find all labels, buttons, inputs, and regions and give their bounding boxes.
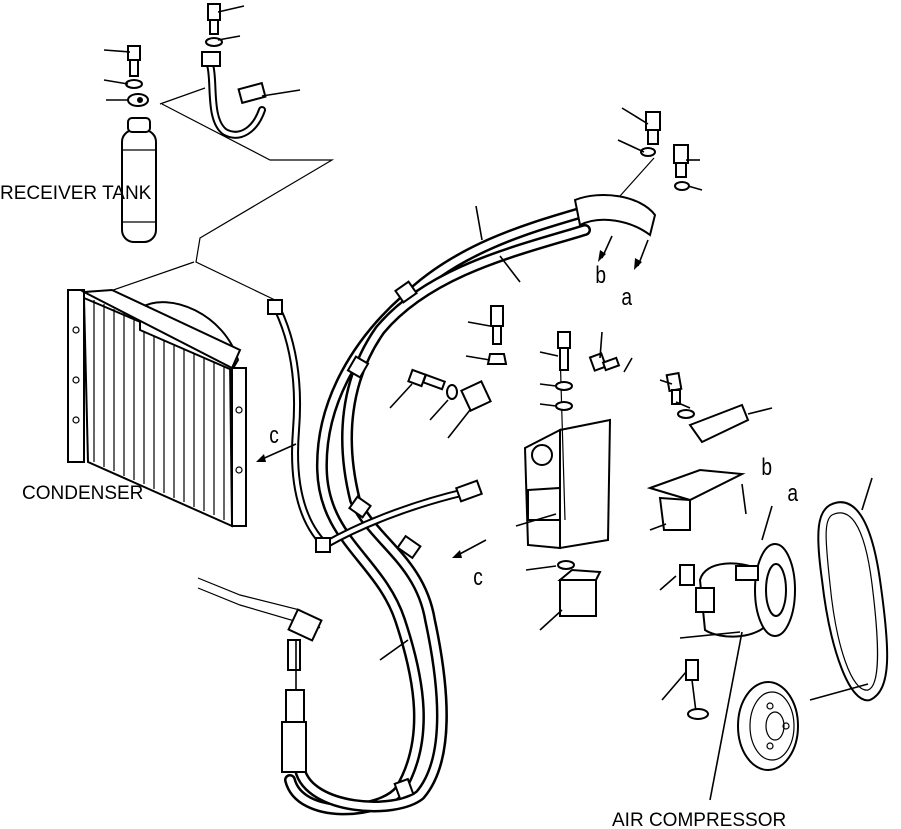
leader-lines: [103, 5, 873, 801]
middle-hose: [321, 479, 484, 549]
marker-a-top: a: [621, 284, 633, 311]
marker-b-top: b: [595, 262, 607, 289]
air-compressor: [679, 543, 796, 720]
condenser-hose: [267, 299, 329, 549]
marker-c-left: c: [269, 422, 279, 449]
bracket-assembly: [460, 349, 746, 617]
receiver-tank: [121, 117, 157, 243]
receiver-tank-bolt: [125, 45, 149, 107]
hose-clamps: [315, 280, 422, 801]
main-hose-inner: [294, 224, 591, 813]
marker-c-bottom: c: [473, 564, 483, 591]
label-air-compressor: AIR COMPRESSOR: [612, 810, 787, 829]
top-hose: [201, 3, 267, 139]
bracket-bolts: [407, 305, 750, 570]
drive-belt: [817, 501, 889, 702]
condenser: [67, 288, 247, 528]
lower-fitting: [197, 577, 323, 773]
pulley: [737, 681, 799, 771]
label-condenser: CONDENSER: [22, 483, 144, 504]
marker-a-right: a: [787, 480, 799, 507]
label-receiver-tank: RECEIVER TANK: [0, 183, 152, 204]
marker-b-right: b: [761, 454, 773, 481]
top-right-fitting: [573, 111, 690, 270]
